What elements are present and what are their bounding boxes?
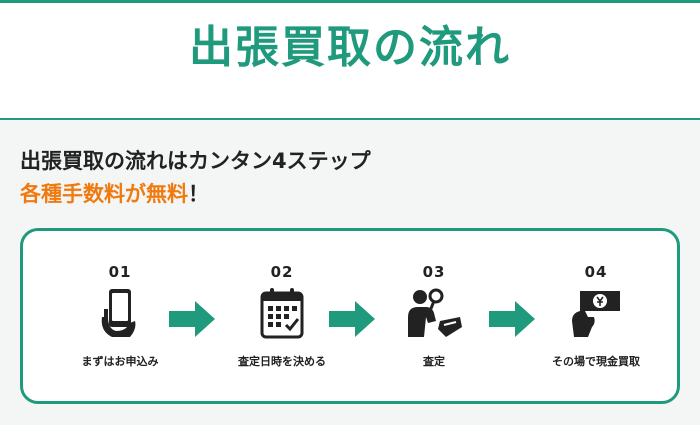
arrow-right-icon bbox=[329, 301, 375, 337]
step-3-label: 査定 bbox=[423, 355, 445, 368]
arrow-right-icon bbox=[489, 301, 535, 337]
appraiser-magnifier-icon bbox=[404, 287, 464, 341]
step-1: 01 まずはお申込み bbox=[45, 231, 195, 401]
steps-card: 01 まずはお申込み 02 bbox=[20, 228, 680, 404]
step-2: 02 査定日時を決める bbox=[207, 231, 357, 401]
page-title: 出張買取の流れ bbox=[189, 21, 511, 73]
step-3: 03 査定 bbox=[359, 231, 509, 401]
fee-free-highlight: 各種手数料が無料 bbox=[20, 182, 188, 206]
intro-headline: 出張買取の流れはカンタン4ステップ bbox=[20, 149, 371, 173]
hand-holding-cash-icon bbox=[566, 287, 626, 341]
step-1-number: 01 bbox=[108, 263, 132, 281]
step-2-number: 02 bbox=[270, 263, 294, 281]
step-3-number: 03 bbox=[422, 263, 446, 281]
intro-fee-note: 各種手数料が無料！ bbox=[20, 178, 209, 208]
step-4-label: その場で現金買取 bbox=[552, 355, 640, 368]
step-4-number: 04 bbox=[584, 263, 608, 281]
step-4: 04 その場で現金買取 bbox=[521, 231, 671, 401]
step-2-label: 査定日時を決める bbox=[238, 355, 326, 368]
header-band: 出張買取の流れ bbox=[0, 0, 700, 120]
arrow-right-icon bbox=[169, 301, 215, 337]
calendar-icon bbox=[252, 287, 312, 341]
step-1-label: まずはお申込み bbox=[81, 355, 159, 368]
hand-holding-phone-icon bbox=[90, 287, 150, 341]
fee-free-exclamation: ！ bbox=[188, 182, 209, 206]
